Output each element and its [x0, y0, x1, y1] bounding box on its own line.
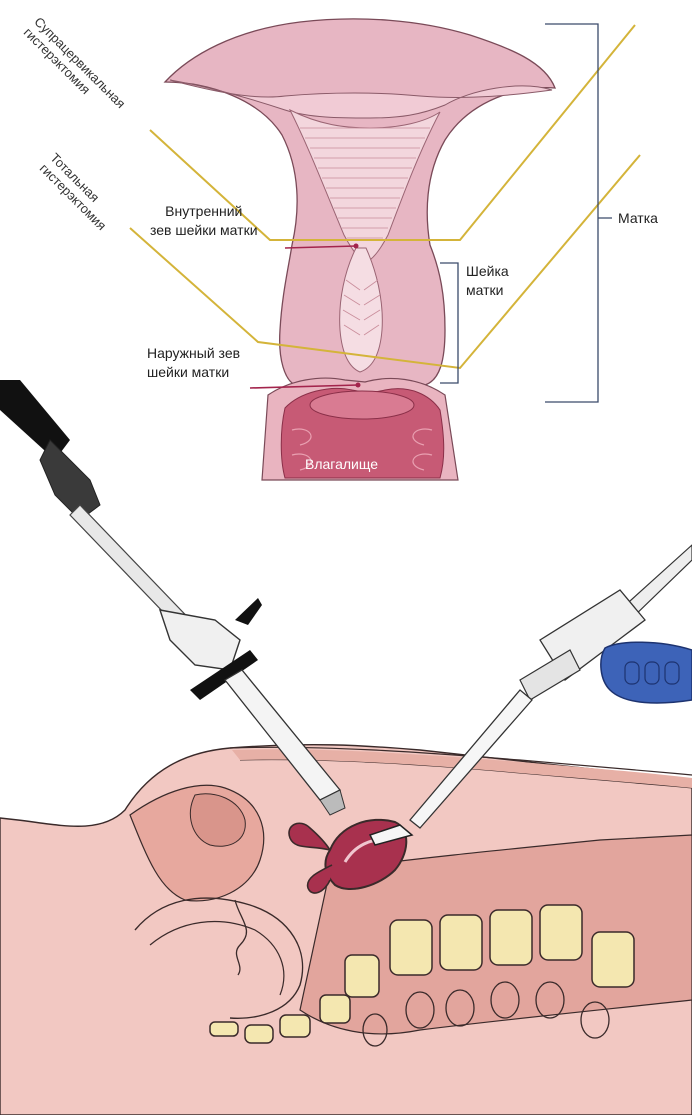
internal-os-label: Внутренний зев шейки матки — [150, 202, 258, 240]
vertebra — [345, 955, 379, 997]
vertebra — [592, 932, 634, 987]
vertebra — [490, 910, 532, 965]
vertebra — [320, 995, 350, 1023]
vertebra — [390, 920, 432, 975]
external-os-label: Наружный зев шейки матки — [147, 344, 240, 382]
vertebra — [440, 915, 482, 970]
uterus-label: Матка — [618, 209, 658, 228]
cervix-label: Шейка матки — [466, 262, 509, 300]
vertebra — [245, 1025, 273, 1043]
vertebra — [540, 905, 582, 960]
vertebra — [210, 1022, 238, 1036]
vagina-label: Влагалище — [305, 455, 378, 474]
uterus-bracket — [545, 24, 612, 402]
vertebra — [280, 1015, 310, 1037]
